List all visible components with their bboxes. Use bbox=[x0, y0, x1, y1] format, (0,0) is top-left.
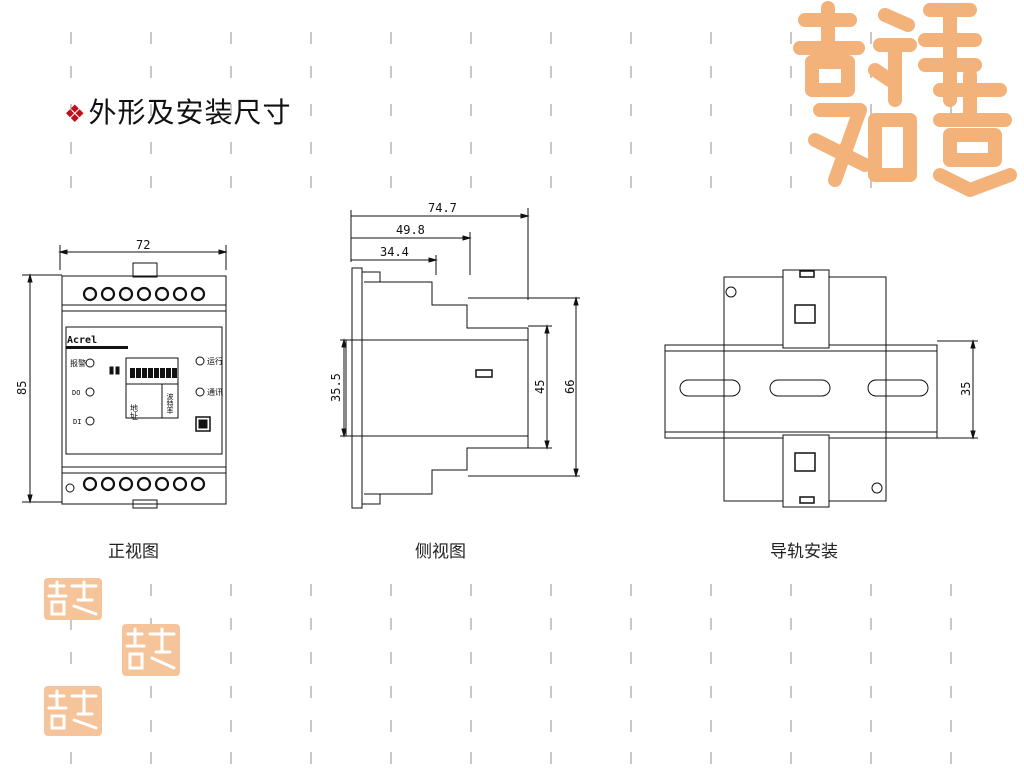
title-bullet-icon: ❖ bbox=[64, 100, 87, 128]
front-view-caption: 正视图 bbox=[108, 542, 159, 562]
seal-logo-small-3 bbox=[44, 686, 102, 736]
seal-logo-large bbox=[793, 1, 1017, 197]
side-dim-inner: 45 bbox=[533, 380, 547, 394]
seal-logo-small-2 bbox=[122, 624, 180, 676]
side-dim-mid: 49.8 bbox=[396, 223, 425, 237]
page-title-text: 外形及安装尺寸 bbox=[88, 96, 292, 129]
side-dim-total: 74.7 bbox=[428, 201, 457, 215]
front-dim-width: 72 bbox=[136, 238, 150, 252]
side-dim-top: 34.4 bbox=[380, 245, 409, 259]
rail-dim-height: 35 bbox=[959, 382, 973, 396]
rail-mount-caption: 导轨安装 bbox=[770, 542, 838, 562]
front-dim-height: 85 bbox=[15, 381, 29, 395]
front-label-baud: 波特率 bbox=[166, 392, 174, 415]
side-view-caption: 侧视图 bbox=[415, 542, 466, 562]
page-title: ❖外形及安装尺寸 bbox=[64, 91, 292, 131]
front-label-di: DI bbox=[73, 418, 81, 426]
side-dim-outer: 66 bbox=[563, 380, 577, 394]
front-label-alarm: 报警 bbox=[70, 358, 86, 368]
front-label-address: 地址 bbox=[130, 403, 139, 420]
front-brand-logo: Acrel bbox=[67, 335, 97, 346]
side-dim-left: 35.5 bbox=[329, 373, 343, 402]
seal-logo-small-1 bbox=[44, 578, 102, 620]
front-label-comm: 通讯 bbox=[207, 387, 223, 397]
front-label-do: DO bbox=[72, 389, 80, 397]
front-label-run: 运行 bbox=[207, 356, 223, 366]
